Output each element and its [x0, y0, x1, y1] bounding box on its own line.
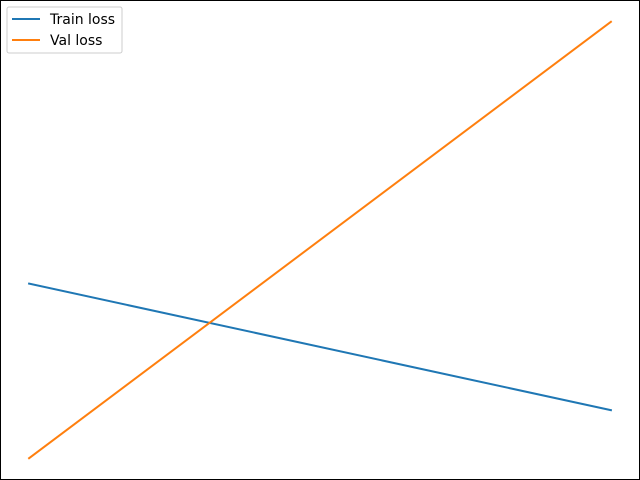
- series-line-val-loss: [27, 20, 613, 460]
- series-line-train-loss: [27, 282, 613, 412]
- series-layer: [27, 20, 613, 460]
- legend-label-train-loss: Train loss: [49, 12, 115, 28]
- legend: Train loss Val loss: [6, 6, 123, 54]
- legend-label-val-loss: Val loss: [50, 33, 102, 49]
